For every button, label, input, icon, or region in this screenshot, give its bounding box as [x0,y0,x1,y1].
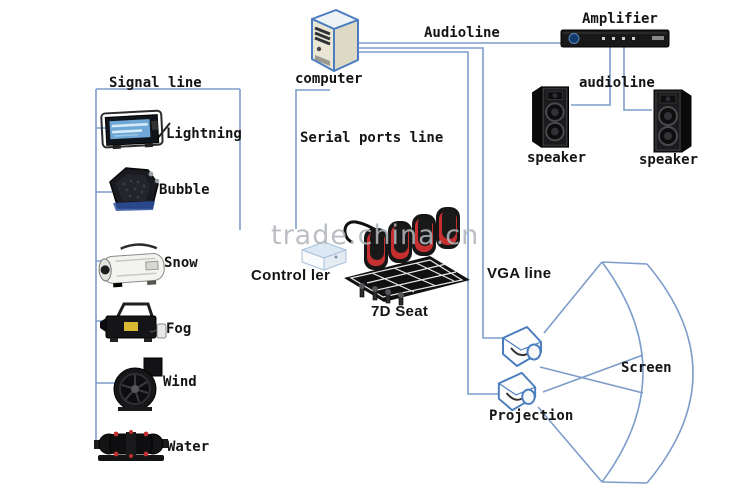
serial-ports-line-label: Serial ports line [300,130,444,146]
lightning-label: Lightning [166,126,242,142]
motion-seats [364,207,460,270]
fog-label: Fog [166,321,192,337]
serial-ports-line-path [295,89,330,229]
computer-image [300,7,366,79]
wind-label: Wind [163,374,197,390]
projection-beam-bottom [537,406,603,483]
lightning-machine-image [99,106,167,153]
seat-actuators [359,283,404,306]
speaker-right-image [650,86,692,156]
water-pump-image [92,424,170,466]
projector-lower-image [493,370,541,414]
screen-shape [601,261,694,484]
projector-upper-image [497,324,547,370]
computer-label: computer [295,71,363,87]
signal-line-label: Signal line [109,75,202,91]
water-label: Water [167,439,210,455]
controller-label: Control ler [251,267,331,284]
audioline-bottom-label: audioline [579,75,655,91]
projection-beam-cross-1 [539,366,644,394]
lightning-leader-line [156,122,171,140]
wind-blower-image [108,354,168,412]
projection-beam-cross-2 [542,354,644,393]
projection-label: Projection [489,408,574,424]
bubble-machine-image [104,162,164,216]
speaker-right-label: speaker [639,152,699,168]
speaker-left-image [532,83,572,151]
fog-machine-image [98,300,170,348]
audioline-top-label: Audioline [424,25,500,41]
speaker-left-label: speaker [527,150,587,166]
bubble-label: Bubble [159,182,210,198]
vga-line-1-path [338,47,506,339]
amplifier-image [560,28,670,50]
snow-machine-image [92,239,171,294]
projection-beam-top [543,261,603,334]
screen-label: Screen [621,360,672,376]
amp-to-right-speaker-path [623,47,652,111]
vga-line-2-path [338,51,502,395]
amplifier-label: Amplifier [582,11,658,27]
amp-to-left-speaker-path [571,47,611,106]
signal-line-bracket [95,88,241,443]
vga-line-label: VGA line [487,265,552,282]
watermark-text: trade.china.cn [271,220,480,251]
controller-image [298,238,350,272]
seat-7d-label: 7D Seat [371,303,429,320]
snow-label: Snow [164,255,198,271]
seat-7d-image [342,190,472,318]
